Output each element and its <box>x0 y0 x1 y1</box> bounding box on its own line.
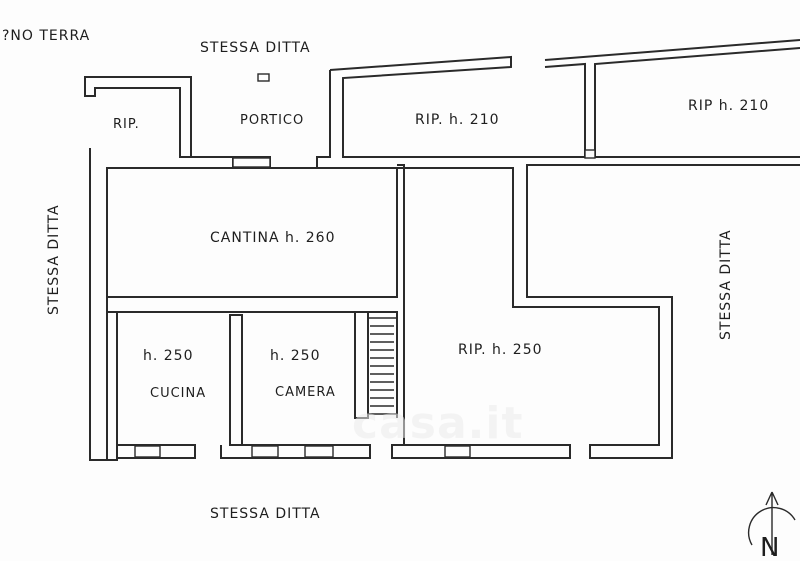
room-height-camera: h. 250 <box>270 348 321 364</box>
surround-right-label: STESSA DITTA <box>718 229 734 340</box>
room-height-cucina: h. 250 <box>143 348 194 364</box>
north-arrow-icon: N <box>747 491 796 561</box>
surround-bottom-label: STESSA DITTA <box>210 506 321 522</box>
floor-label: ?NO TERRA <box>2 28 90 44</box>
room-label-rip-250: RIP. h. 250 <box>458 342 543 358</box>
room-label-rip-210-left: RIP. h. 210 <box>415 112 500 128</box>
room-label-cantina: CANTINA h. 260 <box>210 230 336 246</box>
surround-top-label: STESSA DITTA <box>200 40 311 56</box>
watermark: casa.it <box>352 398 523 449</box>
surround-left-label: STESSA DITTA <box>46 204 62 315</box>
room-label-rip-small: RIP. <box>113 117 140 132</box>
room-label-portico: PORTICO <box>240 113 304 128</box>
room-label-camera: CAMERA <box>275 385 336 400</box>
room-label-rip-210-right: RIP h. 210 <box>688 98 769 114</box>
labels: ?NO TERRA STESSA DITTA STESSA DITTA STES… <box>2 28 769 522</box>
pillar <box>257 73 270 82</box>
north-arrow-label: N <box>760 533 780 561</box>
staircase <box>367 317 397 415</box>
walls <box>84 39 800 461</box>
room-label-cucina: CUCINA <box>150 386 206 401</box>
